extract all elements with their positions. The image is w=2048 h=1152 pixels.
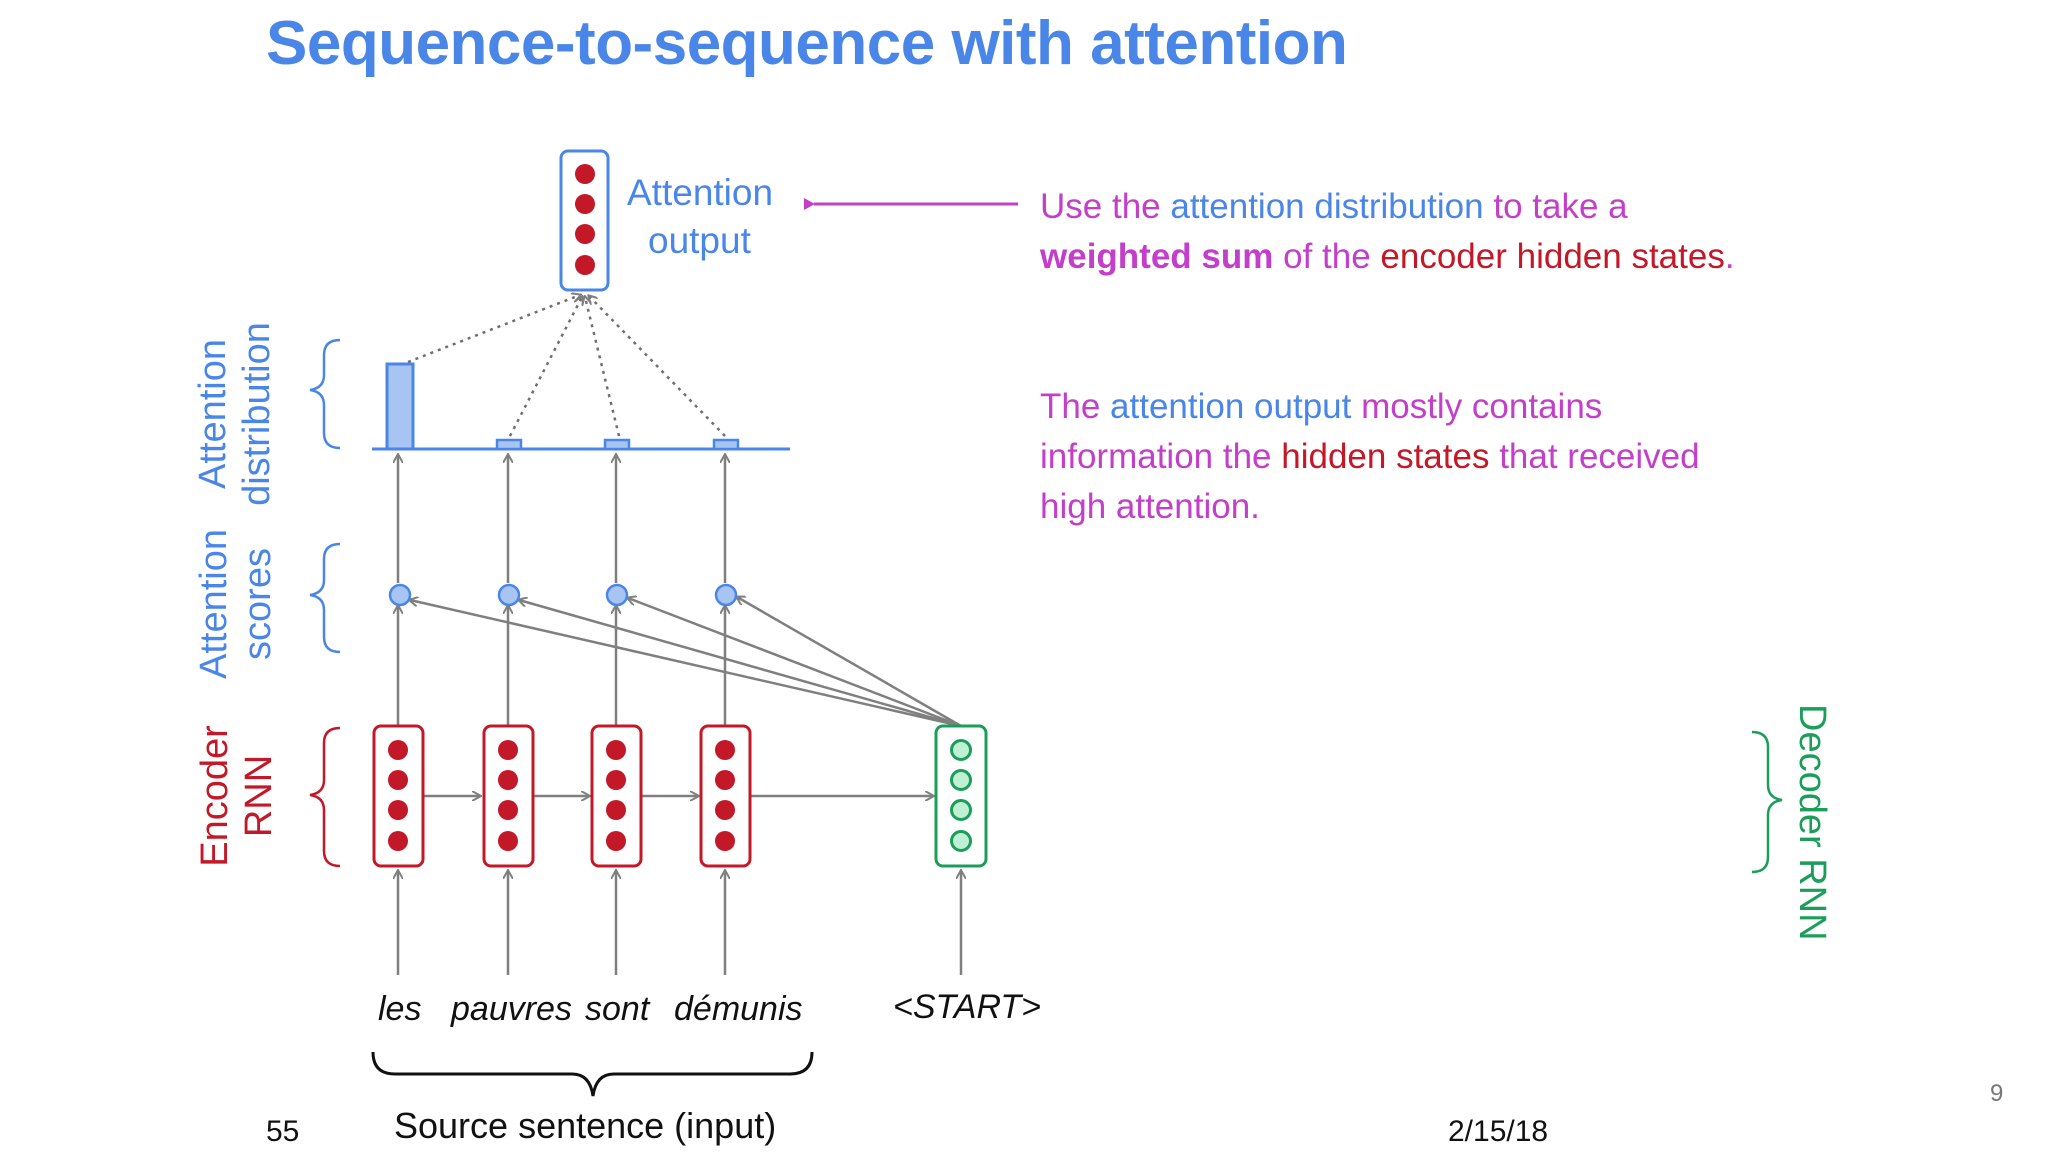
input-word-pauvres: pauvres bbox=[451, 990, 572, 1028]
encoder-cell-les bbox=[372, 724, 425, 868]
decoder-cell-start bbox=[934, 724, 988, 868]
attention-output-label-line1: Attention bbox=[627, 172, 774, 213]
distribution-bar-sont bbox=[603, 438, 631, 451]
input-word-sont: sont bbox=[585, 990, 650, 1028]
annotation-paragraph-1: Use the attention distribution to take a… bbox=[1040, 187, 1735, 276]
input-word-les: les bbox=[378, 990, 422, 1028]
input-word-demunis: démunis bbox=[674, 990, 803, 1028]
input-arrows bbox=[398, 871, 961, 975]
encoder-to-score-arrows bbox=[398, 606, 725, 726]
score-node-demunis bbox=[714, 583, 738, 607]
brace-decoder-rnn bbox=[1751, 730, 1783, 874]
encoder-cell-demunis bbox=[699, 724, 752, 868]
brace-source-sentence bbox=[371, 1051, 814, 1097]
attention-scores-label: Attention scores bbox=[193, 529, 279, 679]
distribution-bar-les bbox=[385, 362, 415, 451]
source-sentence-label: Source sentence (input) bbox=[394, 1105, 777, 1146]
footer-date: 2/15/18 bbox=[1448, 1115, 1549, 1148]
slide-title: Sequence-to-sequence with attention bbox=[266, 9, 1348, 78]
attention-score-nodes bbox=[388, 583, 738, 607]
page-number: 9 bbox=[1990, 1080, 2004, 1107]
score-node-sont bbox=[605, 583, 629, 607]
encoder-cell-sont bbox=[590, 724, 643, 868]
decoder-rnn-label: Decoder RNN bbox=[1791, 704, 1833, 941]
brace-attention-scores bbox=[309, 542, 341, 654]
score-to-distribution-arrows bbox=[398, 455, 725, 583]
decoder-to-score-arrows bbox=[410, 597, 962, 728]
input-word-start: <START> bbox=[893, 988, 1042, 1026]
annotation-paragraph-2: The attention output mostly contains inf… bbox=[1040, 387, 1700, 526]
attention-output-label-line2: output bbox=[648, 220, 751, 261]
encoder-cell-pauvres bbox=[482, 724, 535, 868]
distribution-bar-demunis bbox=[712, 438, 740, 451]
encoder-cells bbox=[372, 724, 752, 868]
score-node-pauvres bbox=[497, 583, 521, 607]
weighted-sum-lines bbox=[407, 295, 726, 437]
attention-output-cell bbox=[559, 149, 610, 292]
attention-distribution-label: Attention distribution bbox=[192, 322, 278, 506]
brace-attention-distribution bbox=[309, 338, 341, 450]
score-node-les bbox=[388, 583, 412, 607]
distribution-bar-pauvres bbox=[495, 438, 523, 451]
encoder-rnn-label: Encoder RNN bbox=[194, 725, 280, 867]
footer-left-number: 55 bbox=[266, 1115, 300, 1148]
brace-encoder-rnn bbox=[309, 726, 341, 868]
